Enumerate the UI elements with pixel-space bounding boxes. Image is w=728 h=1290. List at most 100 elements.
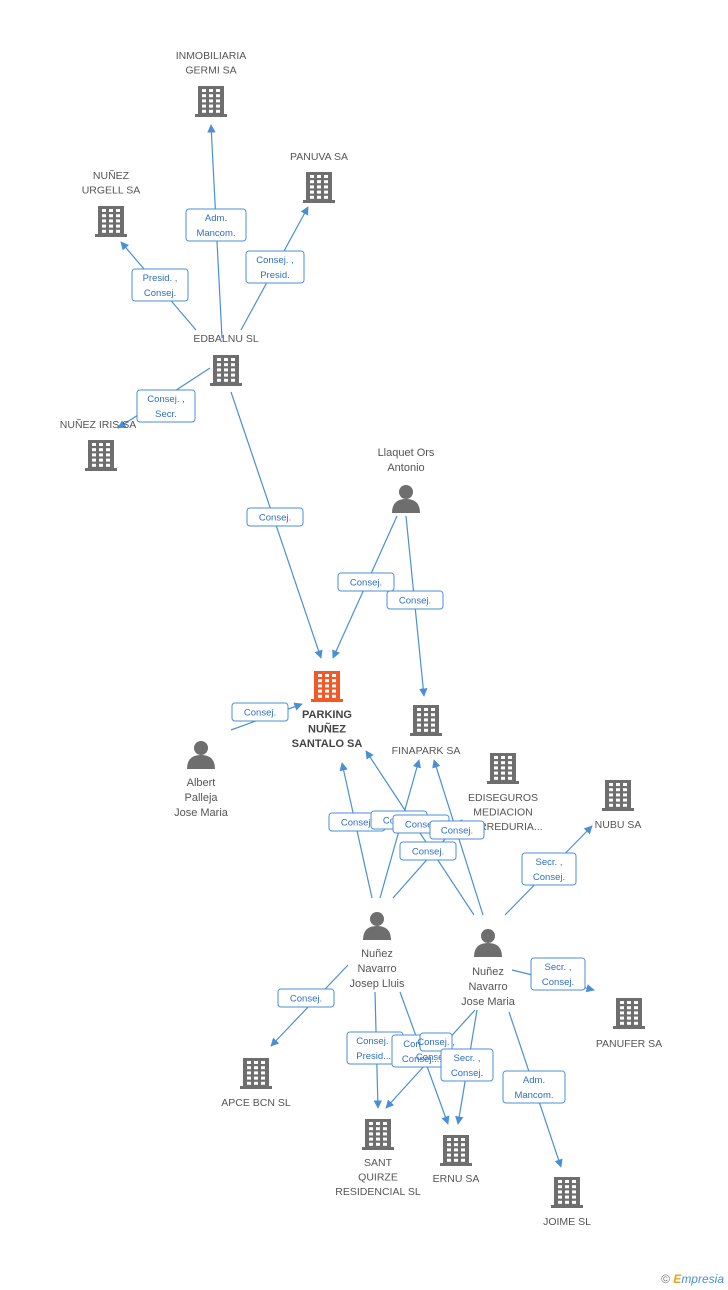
edge-label-text: Consej.... (402, 1054, 442, 1065)
node-label-line: Josep Lluis (349, 978, 405, 990)
edge-label-text: Adm. (523, 1075, 545, 1086)
node-label-line: NUÑEZ IRIS SA (60, 418, 136, 431)
node-panuva[interactable]: PANUVA SA (290, 151, 348, 203)
building-icon (85, 440, 117, 471)
person-icon (474, 929, 502, 957)
edge-label-text: Secr. (155, 409, 177, 420)
edge-label-text: Presid. , (143, 273, 178, 284)
node-label-line: QUIRZE (358, 1172, 398, 1184)
node-finapark[interactable]: FINAPARK SA (392, 705, 461, 757)
node-nubu[interactable]: NUBU SA (595, 780, 642, 831)
edge-label-e19[interactable]: Consej. ,Consej.... (416, 1032, 456, 1063)
building-icon (210, 355, 242, 386)
node-joime[interactable]: JOIME SL (543, 1177, 591, 1228)
edge-label-e7[interactable]: Consej. (386, 590, 444, 610)
node-label-line: GERMI SA (185, 65, 236, 77)
node-label-line: INMOBILIARIA (176, 50, 247, 62)
edge-label-text: Consej.... (416, 1052, 456, 1063)
node-edbalnu[interactable]: EDBALNU SL (193, 333, 259, 386)
building-icon (602, 780, 634, 811)
edge-label-e3[interactable]: Presid. , Consej. (131, 268, 189, 302)
node-label-line: EDBALNU SL (193, 333, 259, 345)
node-ernu[interactable]: ERNU SA (433, 1135, 480, 1185)
edge-label-e15[interactable]: Secr. ,Consej. (530, 957, 586, 991)
edge-label-box (246, 507, 304, 527)
edge-label-e1[interactable]: Adm. Mancom. (185, 208, 247, 242)
node-label-line: URGELL SA (82, 185, 141, 197)
building-icon (303, 172, 335, 203)
edge-label-e4[interactable]: Consej. , Secr. (136, 389, 196, 423)
edge-label-box (530, 957, 586, 991)
node-label-line: NUÑEZ (93, 169, 130, 182)
edge-label-e20[interactable]: Secr. ,Consej. (440, 1048, 494, 1082)
edge-label-e5[interactable]: Consej. (246, 507, 304, 527)
node-ediseguros[interactable]: EDISEGUROSMEDIACIONCORREDURIA... (463, 753, 543, 833)
node-label-line: MEDIACION (473, 807, 533, 819)
node-label-line: Nuñez (361, 948, 393, 960)
node-label-line: FINAPARK SA (392, 745, 461, 757)
node-label-line: Jose Maria (174, 807, 229, 819)
edge-label-e8[interactable]: Consej. (231, 702, 289, 722)
building-icon (613, 998, 645, 1029)
node-label-line: Llaquet Ors (378, 447, 435, 459)
node-label-line: PARKING (302, 709, 352, 721)
edge-label-text: Presid.... (356, 1051, 394, 1062)
node-label-line: Nuñez (472, 966, 504, 978)
edge-label-text: Secr. , (545, 962, 572, 973)
edge-label-text: Adm. (205, 213, 227, 224)
edge-label-text: Consej. (244, 708, 276, 719)
node-label-line: RESIDENCIAL SL (335, 1186, 421, 1198)
building-icon (410, 705, 442, 736)
node-apce[interactable]: APCE BCN SL (221, 1058, 291, 1109)
edge-label-box (440, 1048, 494, 1082)
edge-label-text: Consej. (259, 513, 291, 524)
edge-label-text: Consej. (144, 288, 176, 299)
edge-label-box (185, 208, 247, 242)
edge-label-text: Consej. (290, 994, 322, 1005)
edge-label-e14[interactable]: Secr. ,Consej. (521, 852, 577, 886)
building-icon (551, 1177, 583, 1208)
building-icon (240, 1058, 272, 1089)
edge-label-e6[interactable]: Consej. (337, 572, 395, 592)
edge-label-text: Consej. , (147, 394, 185, 405)
edge-label-box (277, 988, 335, 1008)
node-label-line: PANUFER SA (596, 1038, 662, 1050)
edge-labels-layer: Adm. Mancom. Consej. ,Presid. Presid. , Cons… (131, 208, 586, 1104)
building-icon (440, 1135, 472, 1166)
edge-label-text: Mancom. (196, 228, 235, 239)
edge-label-box (521, 852, 577, 886)
node-panufer[interactable]: PANUFER SA (596, 998, 662, 1050)
edge-label-e12[interactable]: Consej. (429, 820, 485, 840)
footer-brand[interactable]: © Empresia (661, 1272, 724, 1286)
edge-label-e21[interactable]: Adm.Mancom. (502, 1070, 566, 1104)
edge-label-e13[interactable]: Consej. (399, 841, 457, 861)
node-urgell[interactable]: NUÑEZ URGELL SA (82, 169, 141, 237)
edge-label-box (399, 841, 457, 861)
node-germi[interactable]: INMOBILIARIA GERMI SA (176, 50, 247, 117)
node-iris[interactable]: NUÑEZ IRIS SA (60, 418, 136, 471)
node-label-line: SANTALO SA (292, 738, 363, 750)
edge-label-text: Consej. (405, 820, 437, 831)
node-label-line: NUBU SA (595, 819, 642, 831)
edge-label-box (502, 1070, 566, 1104)
node-label-line: ERNU SA (433, 1173, 480, 1185)
edge-label-text: Consej. (350, 578, 382, 589)
edge-label-box (429, 820, 485, 840)
node-label-line: Navarro (357, 963, 396, 975)
edge-label-e2[interactable]: Consej. ,Presid. (245, 250, 305, 284)
edge-label-box (131, 268, 189, 302)
edge-label-box (136, 389, 196, 423)
node-label-line: Jose Maria (461, 996, 516, 1008)
edge-label-box (419, 1032, 453, 1052)
edge-label-e16[interactable]: Consej. (277, 988, 335, 1008)
node-label-line: JOIME SL (543, 1216, 591, 1228)
edge-label-e17[interactable]: Consej. ,Presid.... (346, 1031, 404, 1065)
edge-label-text: Consej. , (256, 255, 294, 266)
